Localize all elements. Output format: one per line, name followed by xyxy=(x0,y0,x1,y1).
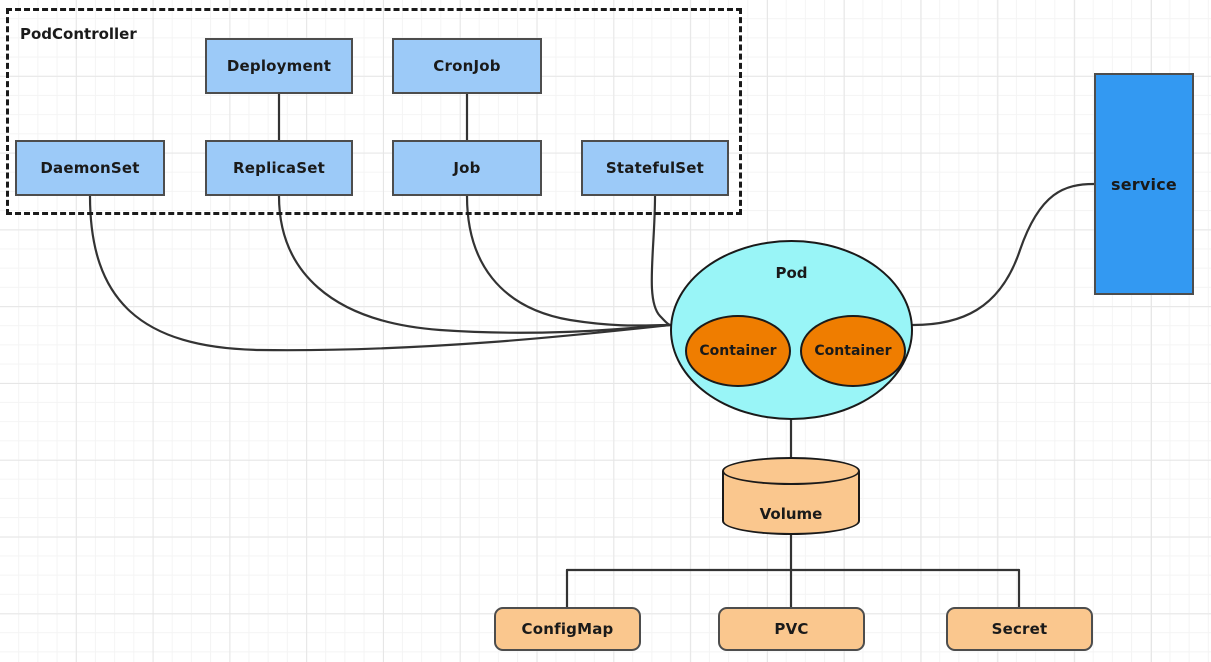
node-statefulset-label: StatefulSet xyxy=(605,159,705,177)
node-container-2-label: Container xyxy=(814,343,892,359)
edge-job-pod xyxy=(465,194,672,327)
podcontroller-group xyxy=(6,8,742,215)
node-container-1[interactable]: Container xyxy=(685,315,791,387)
volume-top-cap xyxy=(722,457,860,485)
node-deployment[interactable]: Deployment xyxy=(205,38,353,94)
node-replicaset[interactable]: ReplicaSet xyxy=(205,140,353,196)
node-statefulset[interactable]: StatefulSet xyxy=(581,140,729,196)
node-pod[interactable]: Pod Container Container xyxy=(670,240,913,420)
node-job-label: Job xyxy=(453,159,481,177)
node-volume[interactable]: Volume xyxy=(722,457,860,535)
edge-statefulset-pod xyxy=(650,194,672,327)
node-pvc-label: PVC xyxy=(774,620,809,638)
node-container-1-label: Container xyxy=(699,343,777,359)
node-job[interactable]: Job xyxy=(392,140,542,196)
node-deployment-label: Deployment xyxy=(226,57,332,75)
node-service[interactable]: service xyxy=(1094,73,1194,295)
node-pvc[interactable]: PVC xyxy=(718,607,865,651)
edge-pod-service xyxy=(911,182,1096,327)
node-configmap[interactable]: ConfigMap xyxy=(494,607,641,651)
edge-daemonset-pod xyxy=(88,194,672,352)
node-volume-label: Volume xyxy=(759,505,823,523)
node-cronjob[interactable]: CronJob xyxy=(392,38,542,94)
node-cronjob-label: CronJob xyxy=(433,57,501,75)
node-service-label: service xyxy=(1111,174,1177,194)
node-secret[interactable]: Secret xyxy=(946,607,1093,651)
edge-replicaset-pod xyxy=(277,194,672,334)
node-daemonset[interactable]: DaemonSet xyxy=(15,140,165,196)
node-secret-label: Secret xyxy=(991,620,1048,638)
node-pod-label: Pod xyxy=(775,264,808,282)
node-container-2[interactable]: Container xyxy=(800,315,906,387)
node-configmap-label: ConfigMap xyxy=(521,620,614,638)
podcontroller-label: PodController xyxy=(20,25,137,43)
node-replicaset-label: ReplicaSet xyxy=(233,159,325,177)
node-daemonset-label: DaemonSet xyxy=(40,159,140,177)
